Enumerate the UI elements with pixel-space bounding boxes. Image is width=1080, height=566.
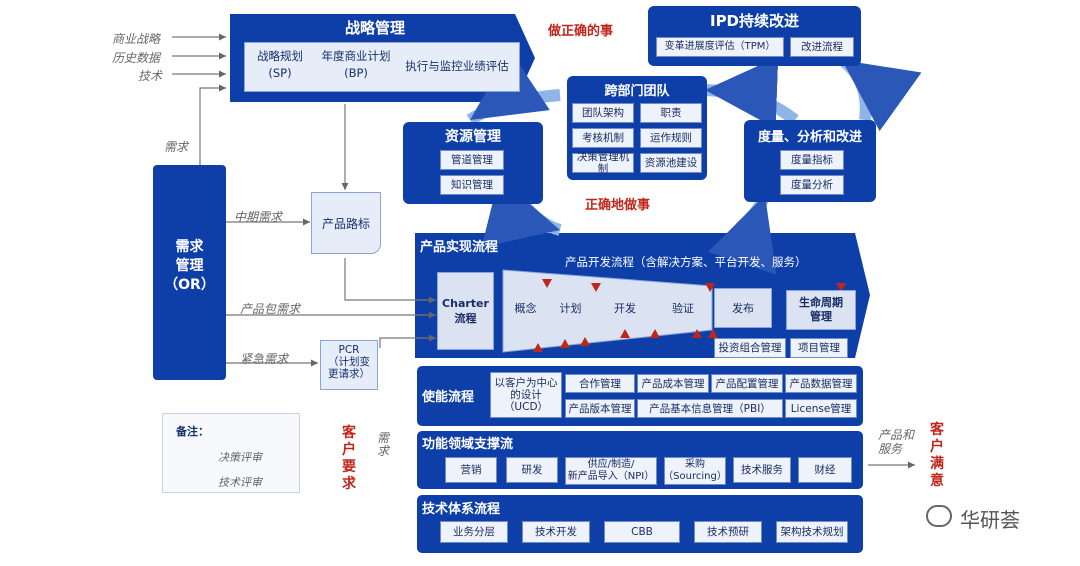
input-history-data: 历史数据 [112, 51, 161, 65]
cross-team-item: 运作规则 [640, 128, 702, 148]
tech-item: 技术预研 [694, 521, 762, 543]
strategy-sp: 战略规划 (SP) [257, 49, 303, 80]
tech-item: 架构技术规划 [776, 521, 848, 543]
enable-item: 产品配置管理 [711, 374, 783, 393]
portfolio-management: 投资组合管理 [714, 338, 786, 358]
support-item: 营销 [445, 457, 497, 483]
realization-title: 产品实现流程 [420, 240, 499, 255]
demand-panel [153, 165, 226, 380]
project-management: 项目管理 [790, 338, 848, 358]
enable-item: 产品数据管理 [785, 374, 857, 393]
cross-team-item: 资源池建设 [640, 153, 702, 173]
support-item: 财经 [798, 457, 852, 483]
support-item: 技术服务 [733, 457, 791, 483]
resource-title: 资源管理 [445, 129, 501, 145]
tech-review-marker [533, 343, 543, 352]
urgent-need-label: 紧急需求 [240, 352, 289, 366]
stage-release: 发布 [714, 288, 772, 328]
demand-title: 需求 管理 （OR） [164, 239, 215, 293]
support-item: 供应/制造/ 新产品导入（NPI） [565, 457, 657, 485]
need-small: 需 求 [377, 431, 390, 458]
stage-develop: 开发 [614, 302, 636, 315]
customer-need: 客 户 要 求 [342, 425, 356, 492]
tech-review-marker [650, 329, 660, 338]
stage-funnel [502, 269, 713, 353]
support-item: 研发 [506, 457, 558, 483]
strategy-execution: 执行与监控业绩评估 [405, 59, 509, 73]
wechat-icon [926, 505, 952, 527]
decision-review-marker [705, 283, 715, 292]
stage-plan: 计划 [559, 302, 582, 315]
input-technology: 技术 [138, 69, 163, 83]
strategy-box [244, 42, 520, 92]
decision-review-marker [836, 283, 846, 292]
realization-subtitle: 产品开发流程（含解决方案、平台开发、服务） [565, 255, 807, 269]
charter-process: Charter 流程 [437, 272, 494, 350]
decision-review-marker [542, 279, 552, 288]
tech-review-marker [560, 339, 570, 348]
strategy-bp: 年度商业计划 (BP) [321, 49, 391, 80]
strategy-title: 战略管理 [344, 19, 405, 37]
input-business-strategy: 商业战略 [112, 32, 161, 46]
enable-item: 产品基本信息管理（PBI） [637, 399, 783, 418]
do-things-right: 正确地做事 [585, 198, 651, 213]
support-item: 采购 （Sourcing） [663, 457, 727, 485]
pcr-doc: PCR （计划变 更请求） [320, 340, 378, 390]
enable-item: 合作管理 [565, 374, 635, 393]
measure-item: 度量分析 [780, 175, 844, 195]
tech-review-marker [708, 329, 718, 338]
enable-item: 产品版本管理 [565, 399, 635, 418]
resource-item: 知识管理 [440, 175, 504, 195]
product-service: 产品和 服务 [878, 428, 915, 456]
ipd-title: IPD持续改进 [709, 12, 800, 30]
do-right-things: 做正确的事 [548, 24, 614, 39]
ipd-improve: 改进流程 [790, 37, 854, 57]
lifecycle-management: 生命周期 管理 [786, 290, 856, 330]
tech-item: 技术开发 [522, 521, 590, 543]
stage-verify: 验证 [672, 302, 694, 315]
legend-box [162, 413, 300, 493]
tech-item: CBB [604, 521, 680, 543]
enable-item: 产品成本管理 [637, 374, 709, 393]
tech-review-marker [580, 337, 590, 346]
stage-concept: 概念 [514, 302, 537, 315]
tech-title: 技术体系流程 [422, 502, 501, 517]
mid-need-label: 中期需求 [234, 210, 283, 224]
tech-item: 业务分层 [440, 521, 508, 543]
tech-review-marker [620, 329, 630, 338]
support-title: 功能领域支撑流 [422, 437, 514, 452]
customer-satisfaction: 客 户 满 意 [930, 422, 944, 489]
product-package-need-label: 产品包需求 [240, 302, 301, 316]
resource-item: 管道管理 [440, 150, 504, 170]
cross-team-item: 职责 [640, 103, 702, 123]
cross-team-item: 决策管理机制 [572, 151, 634, 175]
need-label: 需求 [164, 140, 189, 154]
brand-name: 华研荟 [960, 508, 1020, 532]
decision-review-marker [591, 283, 601, 292]
roadmap-doc: 产品路标 [311, 192, 381, 254]
measure-title: 度量、分析和改进 [757, 130, 862, 145]
measure-item: 度量指标 [780, 150, 844, 170]
legend-decision: 决策评审 [218, 451, 262, 464]
cross-team-item: 考核机制 [572, 128, 634, 148]
enable-title: 使能流程 [422, 390, 475, 405]
cross-team-item: 团队架构 [572, 103, 634, 123]
cross-team-title: 跨部门团队 [604, 84, 670, 99]
tech-review-marker [692, 329, 702, 338]
legend-tech: 技术评审 [218, 476, 262, 489]
legend-title: 备注： [176, 425, 209, 438]
enable-item: 以客户为中心 的设计（UCD） [490, 372, 562, 418]
ipd-tpm: 变革进展度评估（TPM） [656, 37, 784, 57]
enable-item: License管理 [785, 399, 857, 418]
